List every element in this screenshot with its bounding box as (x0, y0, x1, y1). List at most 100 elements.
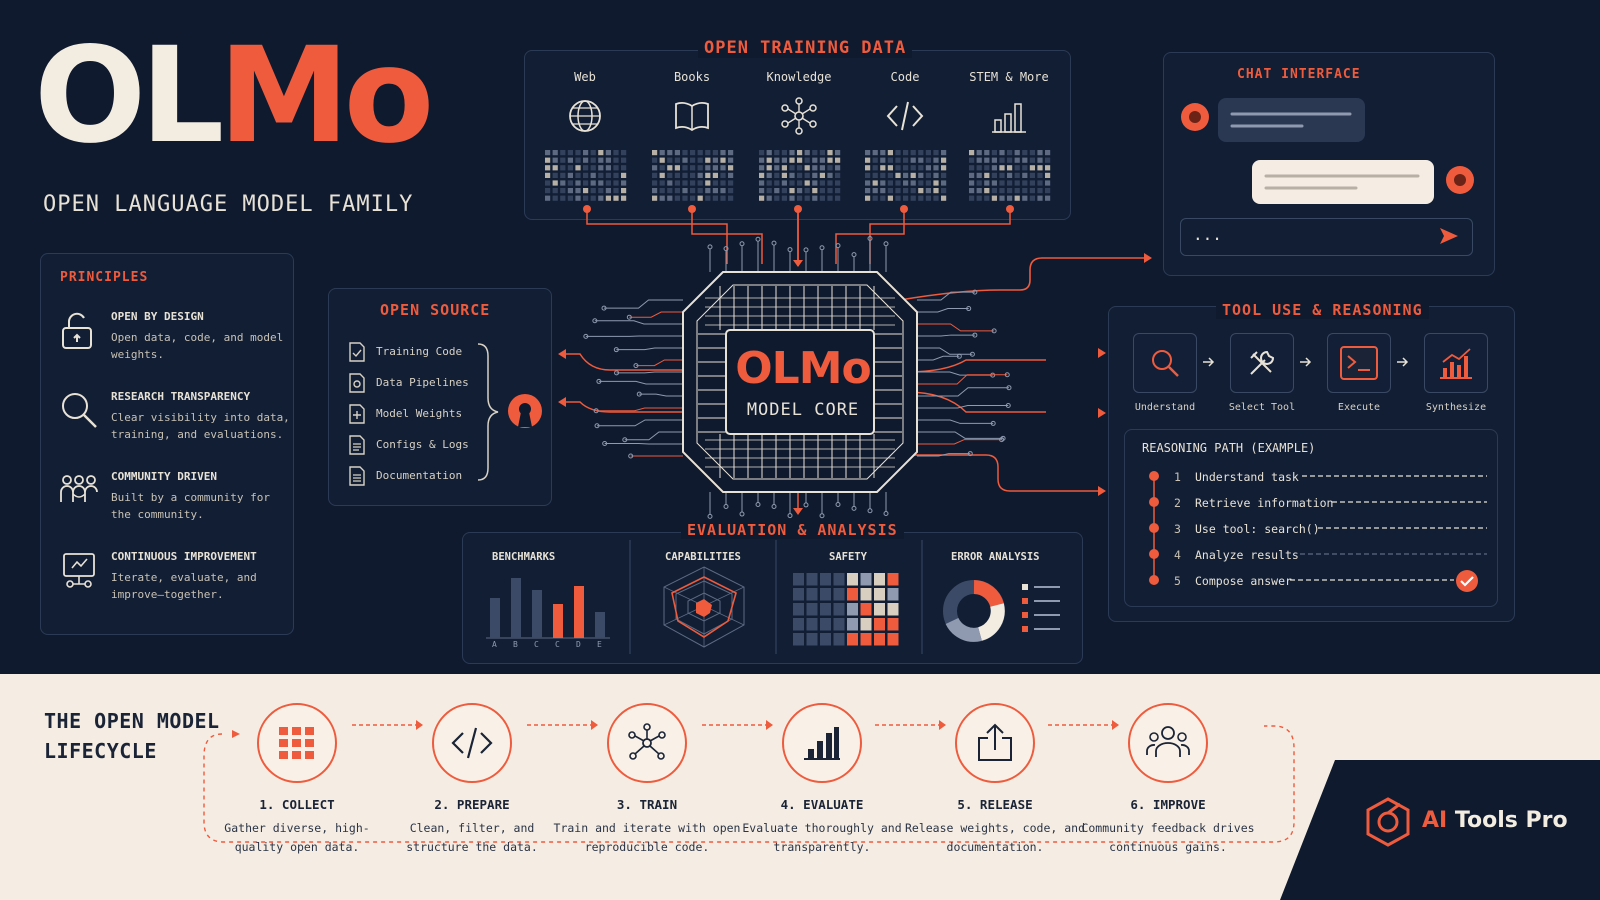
data-pixel (545, 165, 551, 171)
circuit-trace (917, 374, 1008, 385)
stage-desc: Train and iterate with open reproducible… (553, 821, 741, 854)
data-pixel (903, 195, 909, 201)
open-source-item-label: Configs & Logs (376, 438, 469, 451)
data-pixel (613, 180, 619, 186)
data-pixel (812, 150, 818, 156)
data-pixel (1022, 195, 1028, 201)
data-source-label: Books (673, 70, 711, 84)
heatmap-cell (860, 588, 872, 601)
data-pixel (865, 157, 871, 163)
trace-node (803, 502, 809, 508)
principle-desc: Open data, code, and model weights. (111, 331, 284, 361)
data-pixel (835, 150, 841, 156)
chat-input[interactable]: ... (1180, 218, 1473, 256)
data-pixel (720, 157, 726, 163)
circuit-trace (635, 359, 683, 367)
circuit-trace (616, 347, 683, 351)
tool-step-synthesize: Synthesize (1424, 333, 1488, 413)
circuit-trace (639, 393, 683, 397)
benchmark-bar (490, 598, 500, 638)
data-pixel (872, 195, 878, 201)
axis-tick: A (492, 640, 497, 649)
heatmap-cell (874, 603, 885, 616)
tool-step-execute: Execute (1327, 333, 1391, 413)
data-pixel (918, 150, 924, 156)
file-lines-icon (349, 435, 365, 455)
data-pixel (774, 180, 780, 186)
data-pixel (575, 188, 581, 194)
circuit-trace (917, 439, 1002, 445)
trace-node (771, 503, 777, 509)
data-source-label: STEM & More (969, 70, 1049, 84)
data-pixel (774, 195, 780, 201)
data-pixel (1022, 180, 1028, 186)
data-pixel (781, 188, 787, 194)
data-pixel (728, 188, 734, 194)
data-pixel (827, 180, 833, 186)
heatmap-cell (793, 633, 804, 646)
data-pixel (903, 157, 909, 163)
data-pixel (552, 195, 558, 201)
data-grids (545, 150, 1051, 201)
heatmap-cell (887, 603, 899, 616)
data-pixel (895, 157, 901, 163)
data-pixel (621, 157, 627, 163)
data-pixel (781, 157, 787, 163)
data-pixel (969, 157, 975, 163)
arrow-left (558, 349, 566, 359)
trace-node (1005, 402, 1011, 408)
benchmark-bar (553, 604, 563, 638)
data-pixel (605, 180, 611, 186)
axis-tick: D (576, 640, 581, 649)
data-pixel (1045, 172, 1051, 178)
data-pixel (690, 195, 696, 201)
data-pixel (598, 180, 604, 186)
data-pixel (560, 172, 566, 178)
data-pixel (766, 195, 772, 201)
data-pixel (941, 188, 947, 194)
trace-node (787, 247, 793, 253)
eval-label-error-analysis: ERROR ANALYSIS (951, 551, 1040, 563)
data-pixel (827, 188, 833, 194)
circuit-trace (624, 431, 683, 441)
data-pixel (552, 157, 558, 163)
data-source-knowledge: Knowledge (747, 70, 851, 136)
chat-message-bot (1218, 98, 1365, 142)
stage-desc: Community feedback drives continuous gai… (1081, 821, 1255, 854)
principle-desc: Iterate, evaluate, and improve—together. (111, 571, 257, 601)
data-pixel (781, 150, 787, 156)
data-pixel (941, 195, 947, 201)
data-source-label: Knowledge (766, 70, 832, 84)
data-pixel (835, 172, 841, 178)
data-pixel (1029, 172, 1035, 178)
data-pixel (925, 172, 931, 178)
data-pixel (690, 150, 696, 156)
data-pixel (1029, 180, 1035, 186)
data-pixel (545, 180, 551, 186)
data-pixel (690, 180, 696, 186)
data-pixel (781, 165, 787, 171)
data-pixel (895, 188, 901, 194)
send-icon[interactable] (1438, 226, 1460, 246)
heatmap-cell (847, 603, 858, 616)
data-pixel (991, 188, 997, 194)
data-pixel (682, 195, 688, 201)
brand-prefix: AI (1422, 808, 1448, 833)
data-pixel (925, 195, 931, 201)
check-icon (1456, 570, 1478, 592)
data-pixel (969, 195, 975, 201)
data-pixel (941, 150, 947, 156)
data-pixel (659, 195, 665, 201)
data-pixel (605, 188, 611, 194)
lifecycle-stage-prepare: 2. PREPARE Clean, filter, and structure … (377, 703, 567, 857)
data-pixel (991, 172, 997, 178)
data-pixel (865, 180, 871, 186)
benchmark-bar (595, 612, 605, 638)
heatmap-cell (820, 633, 831, 646)
connector-dot (900, 205, 908, 213)
tool-flow-arrows (1203, 357, 1409, 367)
trace-node (601, 305, 607, 311)
unlocked-lock-icon (62, 312, 92, 349)
data-pixel (720, 195, 726, 201)
terminal-icon (1340, 346, 1378, 380)
